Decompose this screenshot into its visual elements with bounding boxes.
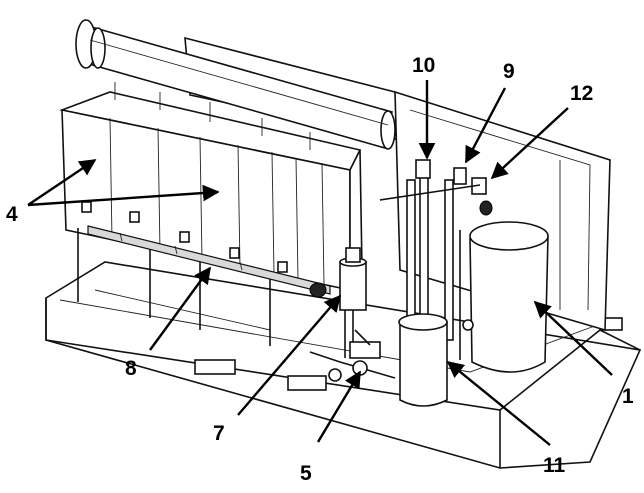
leader-4a bbox=[27, 159, 97, 206]
callout-12: 12 bbox=[570, 82, 593, 105]
pipe-fitting-9 bbox=[453, 167, 467, 185]
manifold-pipe bbox=[87, 225, 331, 295]
leader-8 bbox=[149, 266, 211, 351]
callout-9: 9 bbox=[503, 60, 515, 83]
filter-gauge bbox=[309, 282, 327, 298]
skid-slot-center bbox=[287, 375, 327, 391]
module-indicator bbox=[179, 231, 190, 243]
pipe-fitting-10 bbox=[415, 159, 431, 179]
module-indicator bbox=[277, 261, 288, 273]
callout-5: 5 bbox=[300, 462, 312, 485]
leader-12 bbox=[490, 107, 569, 180]
pipe-flange-right bbox=[380, 110, 396, 150]
callout-leaders bbox=[27, 80, 613, 446]
pressure-gauge bbox=[479, 200, 493, 216]
leader-1 bbox=[533, 300, 613, 376]
leader-7 bbox=[237, 294, 342, 416]
callout-4: 4 bbox=[6, 203, 18, 226]
module-indicator bbox=[229, 247, 240, 259]
skid-slot-left bbox=[194, 359, 236, 375]
leader-11 bbox=[446, 360, 551, 446]
filter-housing bbox=[309, 247, 367, 345]
leader-5 bbox=[316, 370, 362, 443]
small-tank bbox=[398, 313, 448, 407]
callout-8: 8 bbox=[125, 357, 137, 380]
callout-1: 1 bbox=[622, 385, 634, 408]
leader-4b bbox=[27, 184, 220, 207]
callout-11: 11 bbox=[543, 454, 566, 477]
large-tank bbox=[459, 221, 549, 373]
valve-assembly bbox=[309, 329, 396, 382]
callout-labels: 4 8 7 5 11 1 10 9 12 bbox=[6, 54, 634, 485]
module-indicator bbox=[81, 201, 92, 213]
module-indicator bbox=[129, 211, 140, 223]
leader-9 bbox=[464, 87, 507, 164]
header-pipe bbox=[75, 19, 396, 150]
callout-10: 10 bbox=[412, 54, 435, 77]
callout-7: 7 bbox=[213, 422, 225, 445]
